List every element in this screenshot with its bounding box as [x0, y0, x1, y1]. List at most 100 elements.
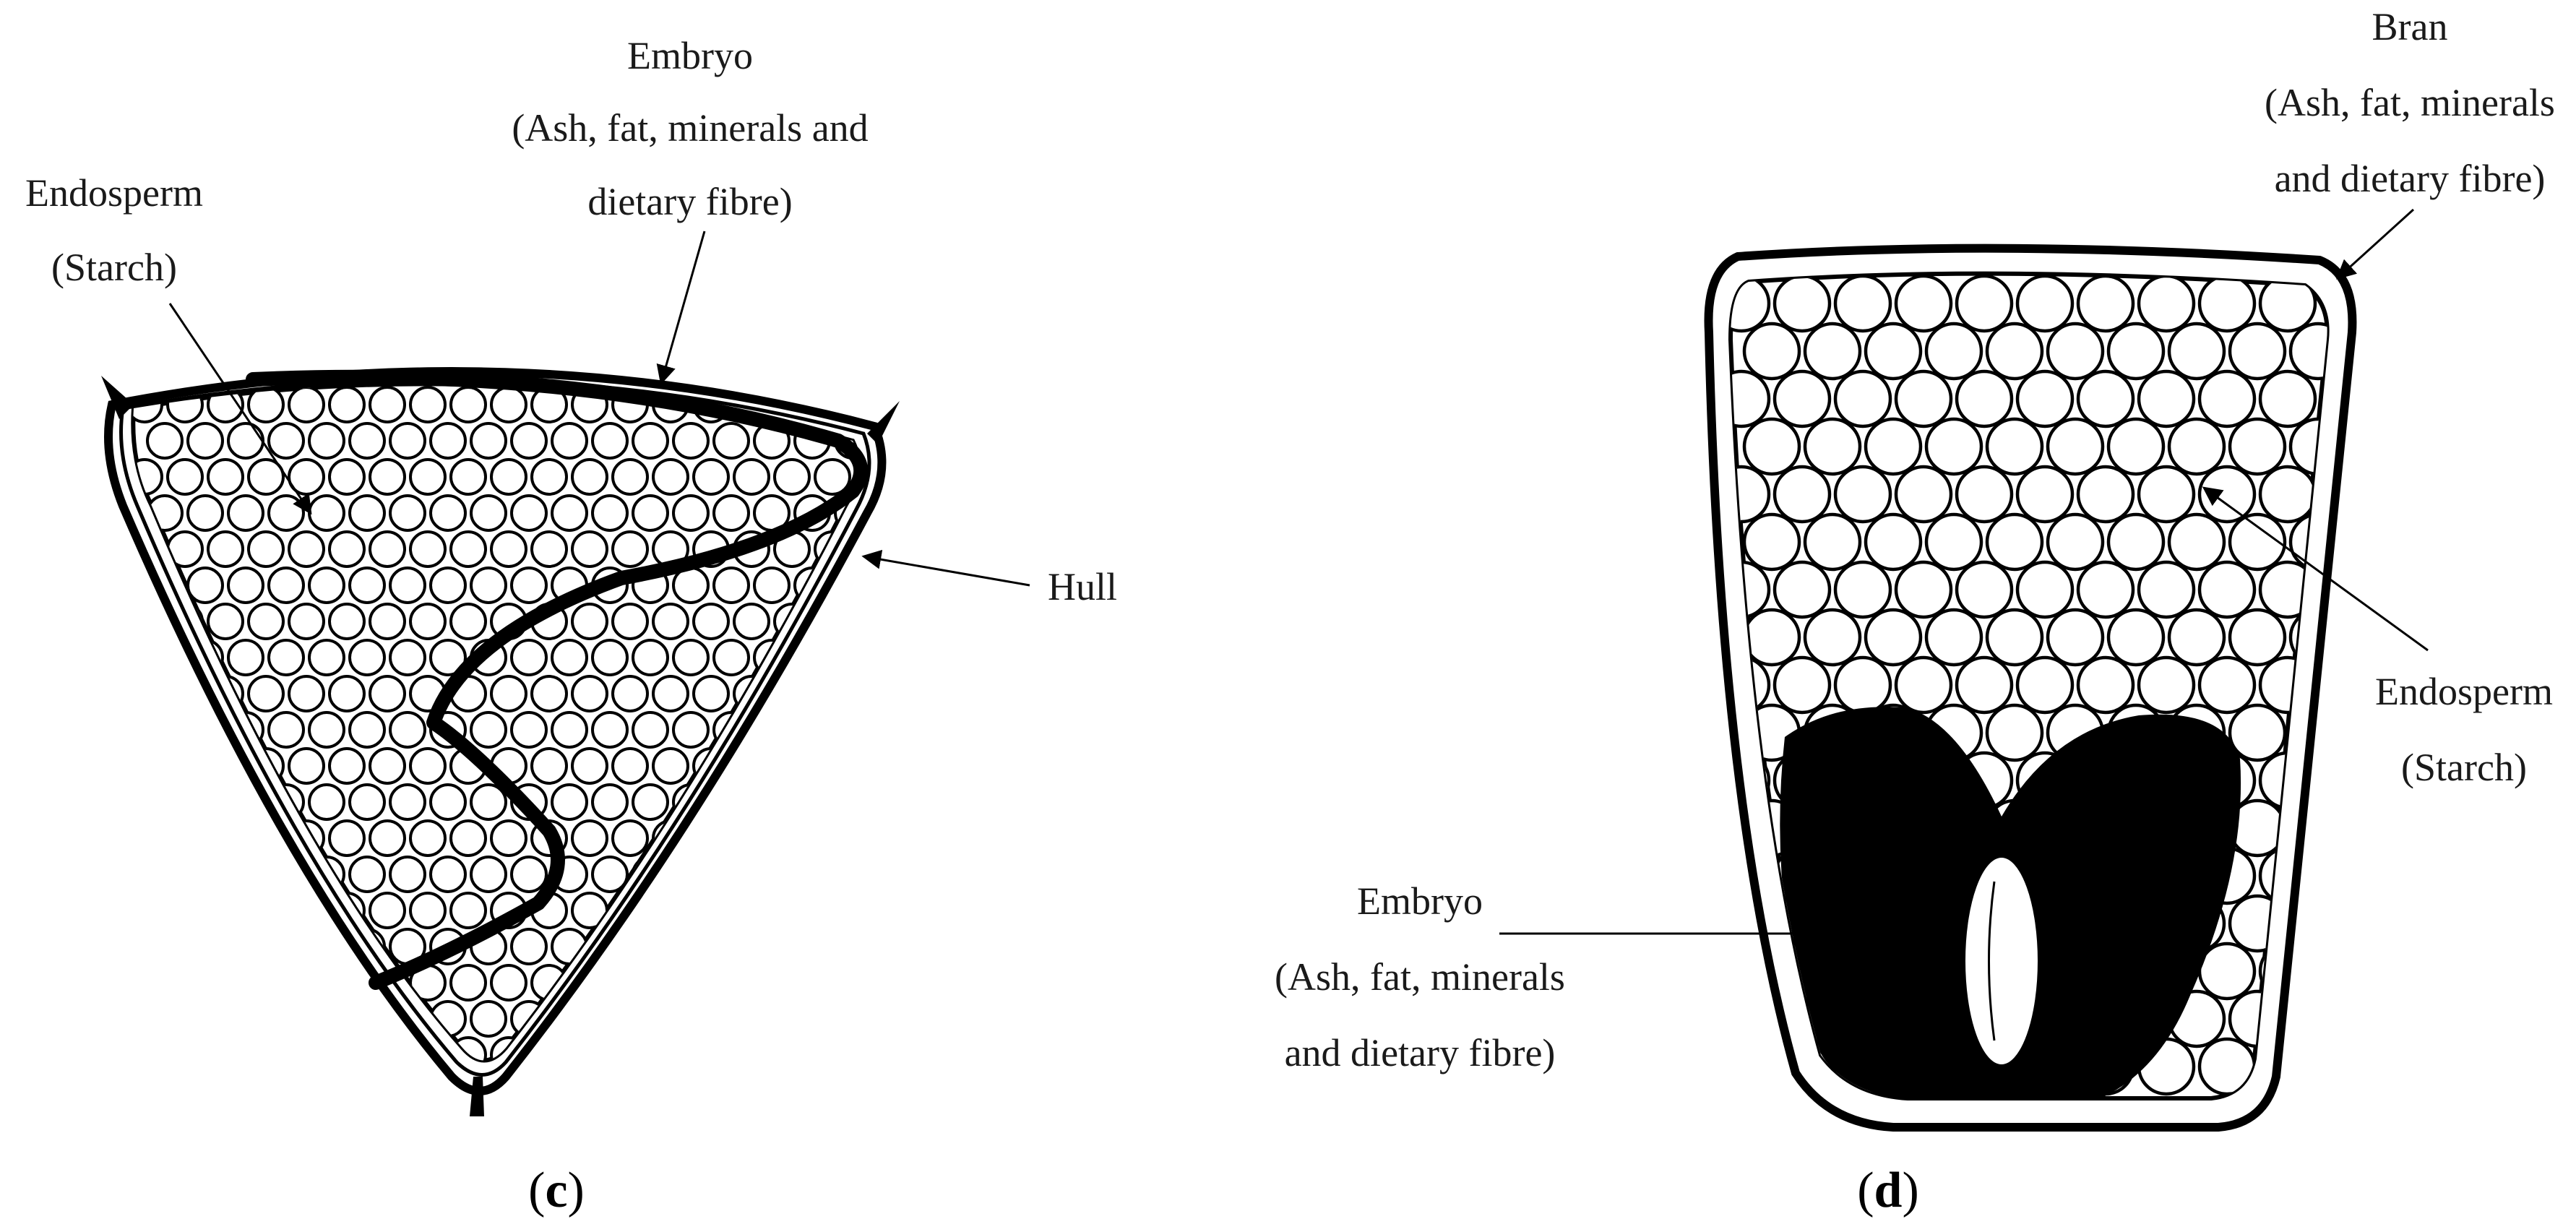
starch-granule — [2228, 417, 2287, 476]
starch-granule — [186, 783, 224, 821]
starch-granule — [308, 928, 345, 965]
starch-granule — [814, 964, 851, 1001]
starch-granule — [510, 422, 548, 460]
starch-granule — [2106, 417, 2166, 476]
starch-granule — [632, 1000, 669, 1038]
starch-granule — [672, 639, 710, 676]
hull-spike-right — [867, 401, 900, 444]
starch-granule — [773, 675, 811, 712]
starch-granule — [591, 711, 629, 749]
starch-granule — [166, 964, 204, 1001]
starch-granule — [733, 747, 770, 785]
starch-granule — [571, 458, 608, 496]
starch-granule — [773, 892, 811, 929]
starch-granule — [267, 711, 305, 749]
endosperm-desc-d: (Starch) — [2401, 746, 2527, 789]
starch-granule — [1803, 512, 1862, 572]
starch-granule — [652, 1036, 689, 1061]
starch-granule — [2258, 369, 2317, 428]
starch-granule — [834, 567, 858, 604]
starch-granule — [389, 783, 426, 821]
starch-granule — [369, 819, 406, 857]
starch-granule — [591, 856, 629, 893]
starch-granule — [1833, 560, 1892, 619]
starch-granule — [470, 567, 507, 604]
starch-granule — [1772, 560, 1832, 619]
starch-granule — [652, 892, 689, 929]
starch-granule — [308, 1000, 345, 1038]
starch-granule — [2137, 560, 2196, 619]
starch-granule — [2046, 322, 2105, 381]
starch-granule — [1924, 608, 1983, 667]
starch-granule — [510, 494, 548, 532]
starch-granule — [470, 1000, 507, 1038]
starch-granule — [1803, 322, 1862, 381]
starch-granule — [133, 747, 163, 785]
starch-granule — [389, 567, 426, 604]
starch-granule — [2197, 560, 2257, 619]
starch-granule — [207, 530, 244, 568]
starch-granule — [1985, 322, 2044, 381]
caption-d: (d) — [1857, 1163, 1919, 1218]
starch-granule — [1803, 608, 1862, 667]
starch-granule — [1894, 560, 1953, 619]
starch-granule — [773, 747, 811, 785]
starch-granule — [308, 639, 345, 676]
starch-granule — [2015, 655, 2075, 715]
starch-granule — [470, 494, 507, 532]
starch-granule — [793, 928, 831, 965]
starch-granule — [753, 856, 791, 893]
starch-granule — [429, 639, 467, 676]
starch-granule — [146, 928, 184, 965]
starch-granule — [133, 819, 163, 857]
hull-spike-bottom — [470, 1077, 484, 1116]
starch-granule — [1742, 417, 1801, 476]
starch-granule — [1955, 655, 2014, 715]
starch-granule — [227, 856, 264, 893]
starch-granule — [530, 675, 568, 712]
starch-granule — [611, 675, 649, 712]
starch-granule — [814, 819, 851, 857]
starch-granule — [288, 603, 325, 640]
starch-granule — [1742, 322, 1801, 381]
starch-granule — [1803, 417, 1862, 476]
starch-granule — [227, 1000, 264, 1038]
starch-granule — [247, 892, 285, 929]
starch-granule — [369, 892, 406, 929]
starch-granule — [591, 422, 629, 460]
starch-granule — [712, 856, 750, 893]
starch-granule — [267, 494, 305, 532]
starch-granule — [1731, 942, 1771, 1001]
starch-granule — [186, 494, 224, 532]
starch-granule — [652, 675, 689, 712]
starch-granule — [672, 711, 710, 749]
starch-granule — [449, 892, 487, 929]
starch-granule — [490, 458, 527, 496]
starch-granule — [2197, 465, 2257, 524]
starch-granule — [1772, 274, 1832, 333]
starch-granule — [753, 1000, 791, 1038]
starch-granule — [733, 892, 770, 929]
starch-granule — [2197, 369, 2257, 428]
starch-granule — [207, 964, 244, 1001]
starch-granule — [530, 530, 568, 568]
starch-granule — [1985, 417, 2044, 476]
starch-granule — [227, 567, 264, 604]
starch-granule — [348, 639, 386, 676]
starch-granule — [2228, 512, 2287, 572]
starch-granule — [712, 422, 750, 460]
starch-granule — [1731, 1037, 1771, 1096]
starch-granule — [2076, 274, 2135, 333]
embryo-label-d: Embryo — [1357, 879, 1483, 923]
starch-granule — [2015, 465, 2075, 524]
starch-granule — [692, 458, 730, 496]
starch-granule — [814, 1036, 851, 1061]
starch-granule — [2137, 465, 2196, 524]
starch-granule — [308, 711, 345, 749]
starch-granule — [247, 603, 285, 640]
starch-granule — [166, 1036, 204, 1061]
starch-granule — [611, 458, 649, 496]
starch-granule — [1833, 274, 1892, 333]
starch-granule — [753, 783, 791, 821]
starch-granule — [470, 422, 507, 460]
